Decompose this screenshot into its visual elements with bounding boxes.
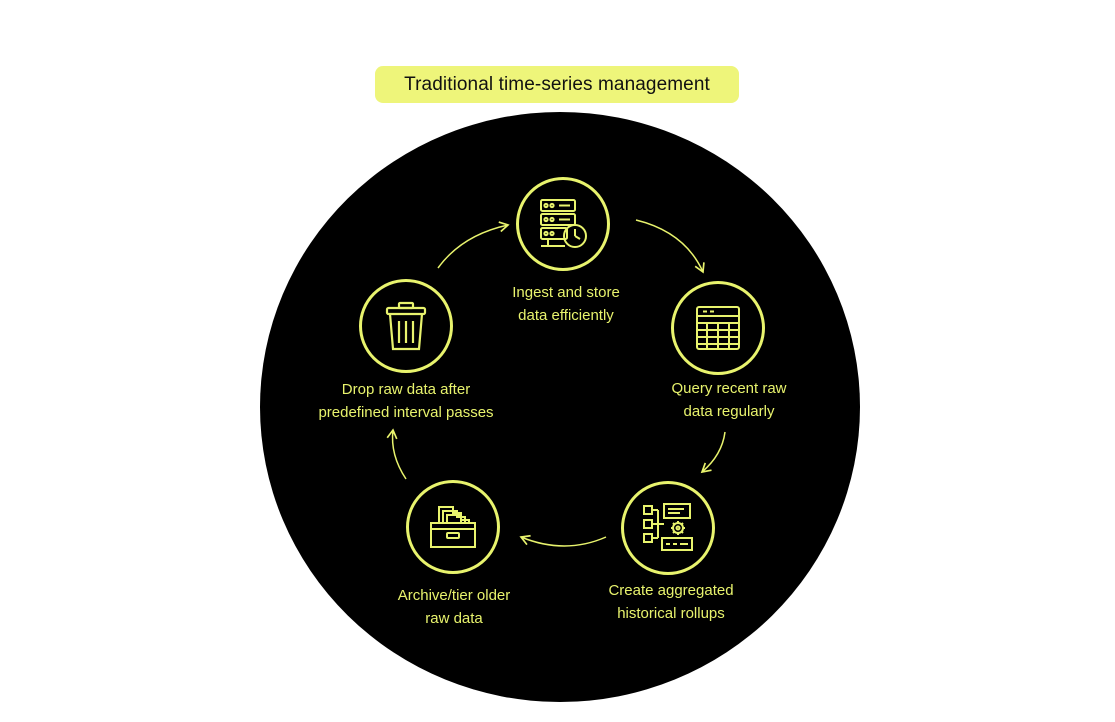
- arrow-query-to-rollups: [700, 431, 726, 474]
- arrow-ingest-to-query: [635, 219, 705, 274]
- diagram-title: Traditional time-series management: [375, 66, 739, 103]
- step-ingest-node: [516, 177, 610, 271]
- step-drop-node: [359, 279, 453, 373]
- arrow-archive-to-drop: [386, 428, 407, 480]
- step-query-node: [671, 281, 765, 375]
- trash-bin-icon: [385, 301, 427, 351]
- table-grid-icon: [696, 306, 740, 350]
- data-flow-gear-icon: [643, 503, 693, 551]
- arrow-rollups-to-archive: [519, 534, 607, 547]
- step-rollups-node: [621, 481, 715, 575]
- arrow-drop-to-ingest: [437, 221, 510, 269]
- server-clock-icon: [540, 199, 587, 248]
- file-drawer-icon: [430, 506, 476, 548]
- step-archive-node: [406, 480, 500, 574]
